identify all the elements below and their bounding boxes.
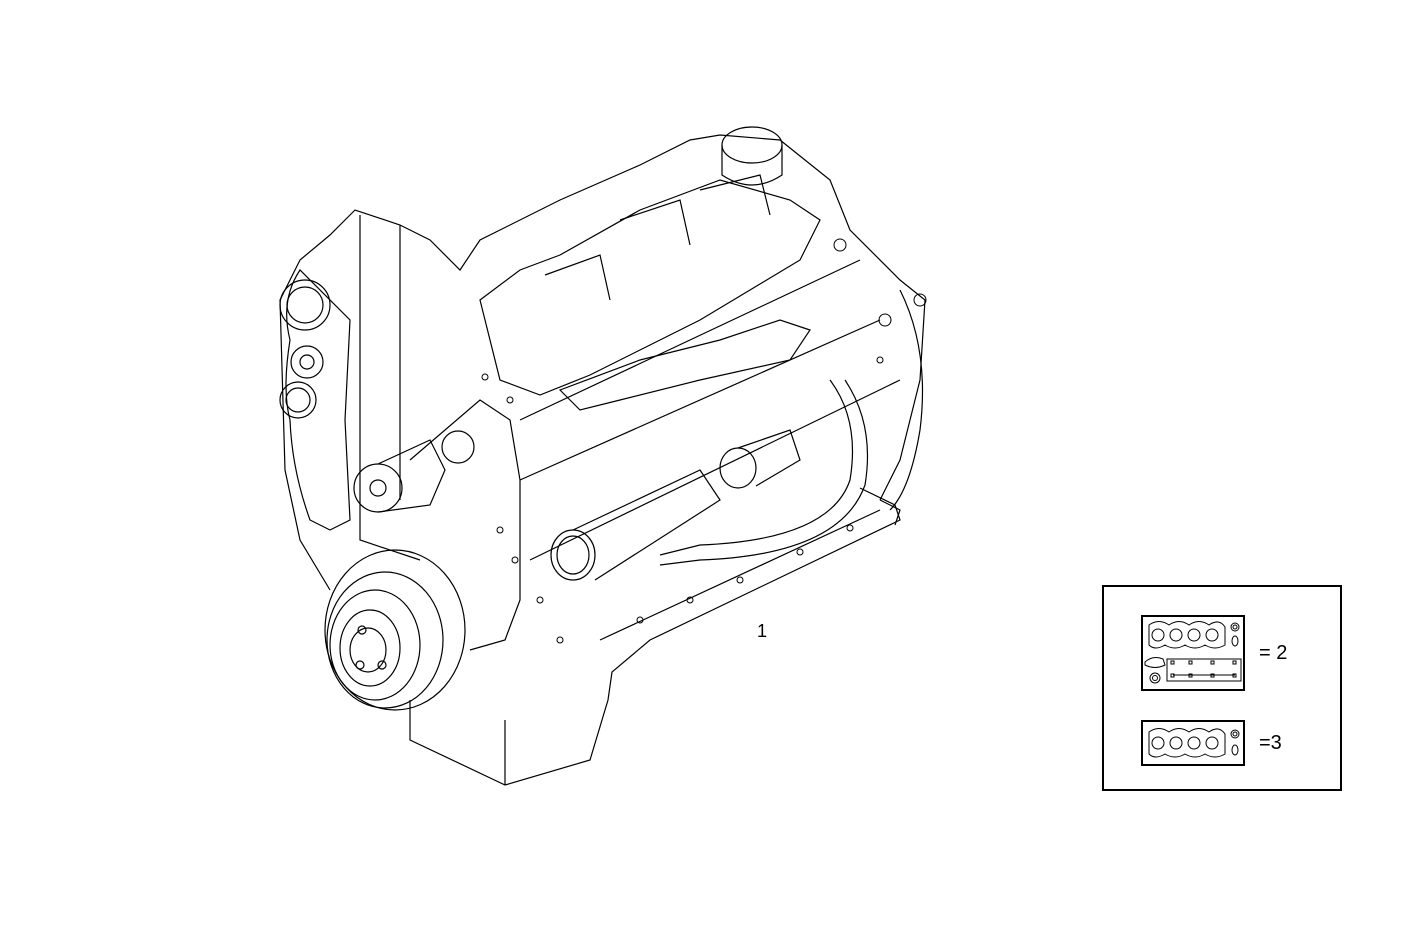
pulley-mid	[290, 345, 324, 379]
oil-filter	[550, 469, 721, 581]
legend-label-3: =3	[1259, 731, 1282, 754]
pulley-top	[279, 279, 331, 331]
bolt-holes	[481, 238, 927, 644]
starter-motor	[719, 429, 801, 489]
oil-pan	[409, 487, 901, 786]
pulley-lower	[279, 381, 317, 419]
engine-block-outline	[279, 134, 926, 591]
full-gasket-kit-icon	[1141, 615, 1245, 691]
crankshaft-damper	[324, 549, 466, 711]
legend-item-2: = 2	[1141, 615, 1287, 691]
legend-label-2: = 2	[1259, 641, 1288, 664]
legend-item-3: =3	[1141, 720, 1282, 766]
flywheel-housing	[889, 289, 924, 511]
valve-cover	[479, 179, 821, 396]
coolant-hose	[659, 379, 854, 556]
part-callout-1: 1	[757, 621, 768, 641]
gasket-kit-legend: = 2 =3	[1102, 585, 1342, 791]
breather-cap	[721, 126, 783, 164]
head-gasket-kit-icon	[1141, 720, 1245, 766]
idler-pulley	[353, 463, 403, 513]
drive-belt	[285, 269, 351, 531]
intake-manifold	[558, 319, 811, 411]
